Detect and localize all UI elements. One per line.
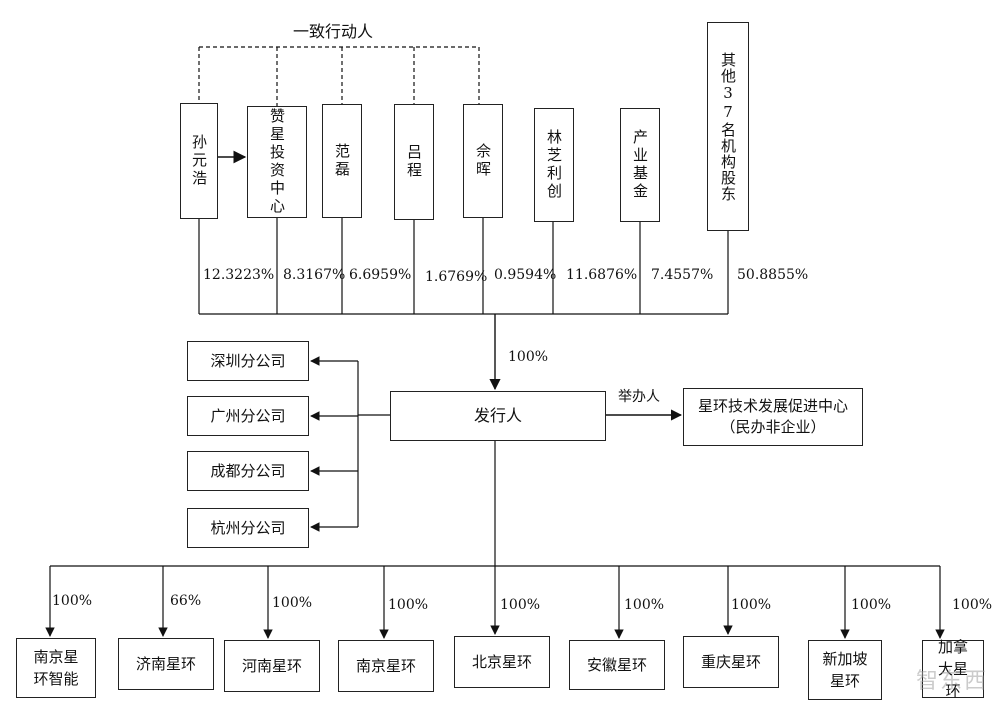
shareholder-pct-fan: 6.6959% xyxy=(349,267,412,283)
branch-box-hangzhou: 杭州分公司 xyxy=(187,508,309,548)
concert-parties-label: 一致行动人 xyxy=(293,22,374,41)
shareholder-box-yu: 佘晖 xyxy=(463,104,503,218)
shareholder-pct-zanxing: 8.3167% xyxy=(283,267,346,283)
subsidiary-box-nanjing-intelligent: 南京星环智能 xyxy=(16,638,96,698)
shareholder-pct-chanye: 7.4557% xyxy=(651,267,714,283)
subsidiary-box-singapore: 新加坡星环 xyxy=(808,640,882,700)
subsidiary-pct-canada: 100% xyxy=(952,597,993,613)
issuer-box: 发行人 xyxy=(390,391,606,441)
shareholder-box-fan: 范磊 xyxy=(322,104,362,218)
shareholder-box-sun: 孙元浩 xyxy=(180,103,218,219)
subsidiary-pct-chongqing: 100% xyxy=(731,597,772,613)
shareholder-pct-others: 50.8855% xyxy=(737,267,809,283)
shareholder-pct-lv: 1.6769% xyxy=(425,269,488,285)
subsidiary-pct-beijing: 100% xyxy=(500,597,541,613)
subsidiary-box-anhui: 安徽星环 xyxy=(569,640,665,690)
subsidiary-box-beijing: 北京星环 xyxy=(454,636,550,688)
shareholder-box-linzhi: 林芝利创 xyxy=(534,108,574,222)
subsidiary-box-jinan: 济南星环 xyxy=(118,638,214,690)
subsidiary-pct-jinan: 66% xyxy=(170,593,202,609)
issuer-ownership-pct: 100% xyxy=(508,349,549,365)
subsidiary-box-henan: 河南星环 xyxy=(224,640,320,692)
branch-box-chengdu: 成都分公司 xyxy=(187,451,309,491)
branch-box-shenzhen: 深圳分公司 xyxy=(187,341,309,381)
watermark-logo: 智东西 xyxy=(915,669,988,694)
shareholder-pct-sun: 12.3223% xyxy=(203,267,275,283)
shareholder-pct-linzhi: 11.6876% xyxy=(566,267,638,283)
subsidiary-pct-anhui: 100% xyxy=(624,597,665,613)
subsidiary-box-canada: 加拿大星环 xyxy=(922,638,984,700)
subsidiary-box-nanjing: 南京星环 xyxy=(338,640,434,692)
shareholder-pct-yu: 0.9594% xyxy=(494,267,557,283)
subsidiary-pct-singapore: 100% xyxy=(851,597,892,613)
shareholder-box-chanye: 产业基金 xyxy=(620,108,660,222)
subsidiary-pct-nanjing-intelligent: 100% xyxy=(52,593,93,609)
shareholder-box-others: 其他37名机构股东 xyxy=(707,22,749,231)
sponsor-relation-label: 举办人 xyxy=(618,389,660,405)
subsidiary-box-chongqing: 重庆星环 xyxy=(683,636,779,688)
subsidiary-pct-henan: 100% xyxy=(272,595,313,611)
shareholder-box-zanxing: 赞星投资中心 xyxy=(247,106,307,218)
branch-box-guangzhou: 广州分公司 xyxy=(187,396,309,436)
subsidiary-pct-nanjing: 100% xyxy=(388,597,429,613)
sponsor-org-box: 星环技术发展促进中心（民办非企业） xyxy=(683,388,863,446)
shareholder-box-lv: 吕程 xyxy=(394,104,434,220)
